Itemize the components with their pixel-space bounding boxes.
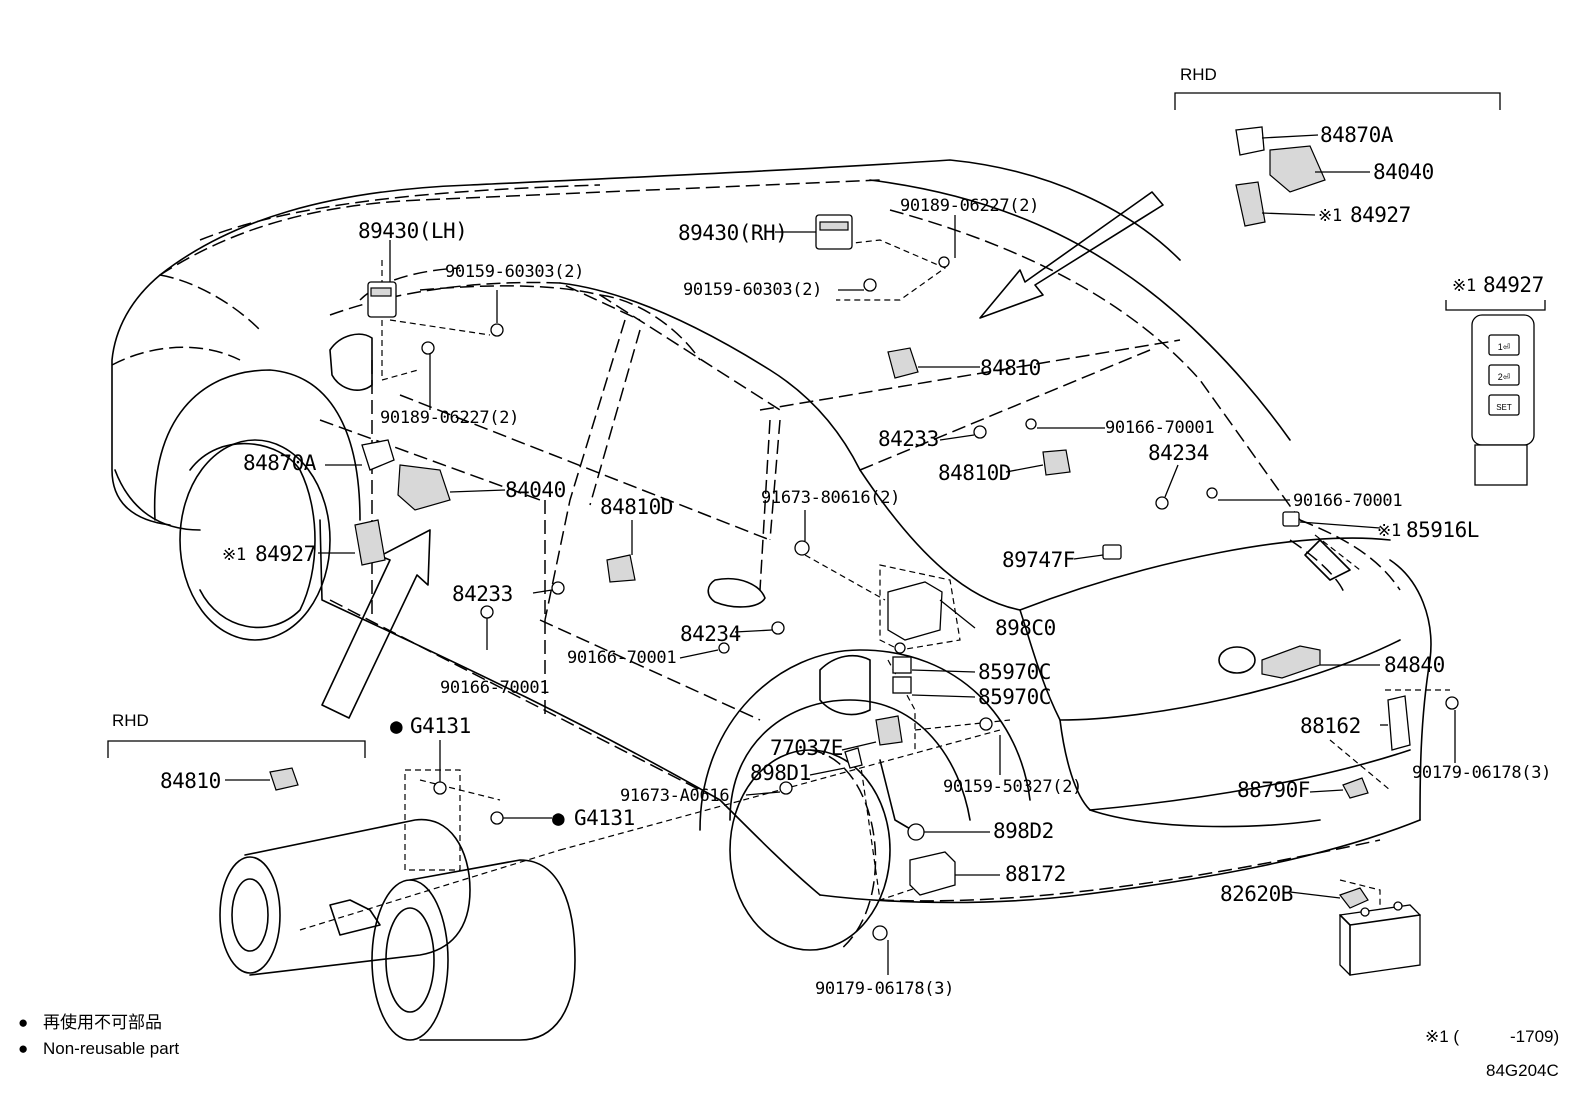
label-84810-rhd-left: 84810 (160, 769, 221, 793)
label-90179-06178-bottom: 90179-06178(3) (815, 979, 954, 999)
label-89747f: 89747F (1002, 548, 1075, 572)
label-88790f: 88790F (1237, 778, 1310, 802)
label-84810d-top: 84810D (938, 461, 1011, 485)
label-88162: 88162 (1300, 714, 1361, 738)
label-90159-50327: 90159-50327(2) (943, 777, 1082, 797)
label-82620b: 82620B (1220, 882, 1293, 906)
label-84233-top: 84233 (878, 427, 939, 451)
part-84040-shape (397, 464, 451, 511)
label-89430-rh: 89430(RH) (678, 221, 787, 245)
switch-button-2: 2⏎ (1498, 372, 1511, 382)
part-84040-rhd-shape (1269, 145, 1326, 193)
label-90166-70001-right: 90166-70001 (1293, 491, 1402, 511)
note-mark-85916l: ※1 (1377, 521, 1401, 541)
legend-dot-jp: ● (18, 1013, 28, 1032)
switch-84927-inset: 1⏎ 2⏎ SET (1445, 300, 1546, 486)
arrow-to-left-door (321, 529, 431, 719)
part-88172-shape (909, 851, 956, 896)
part-84840-shape (1261, 645, 1321, 679)
label-90179-06178-right: 90179-06178(3) (1412, 763, 1551, 783)
label-898c0: 898C0 (995, 616, 1056, 640)
nonreusable-mark-a: ● (390, 714, 403, 738)
part-898c0-shape (887, 581, 943, 641)
label-90159-60303-a: 90159-60303(2) (445, 262, 584, 282)
rhd-label-bottom-left: RHD (112, 711, 149, 730)
label-85970c-b: 85970C (978, 685, 1051, 709)
label-77037e: 77037E (770, 736, 843, 760)
label-84234-top: 84234 (1148, 441, 1209, 465)
view-arrows (321, 191, 1164, 719)
label-90166-70001-top: 90166-70001 (1105, 418, 1214, 438)
legend-en-text: Non-reusable part (43, 1039, 179, 1058)
label-84840: 84840 (1384, 653, 1445, 677)
label-88172: 88172 (1005, 862, 1066, 886)
label-91673-80616: 91673-80616(2) (761, 488, 900, 508)
part-84810d-shape (606, 554, 636, 583)
label-90189-06227-a: 90189-06227(2) (900, 196, 1039, 216)
part-89430-lh-shape (367, 281, 397, 318)
footnote-mark: ※1 ( (1425, 1027, 1459, 1046)
label-898d2: 898D2 (993, 819, 1054, 843)
part-labels: 89430(LH) 89430(RH) 90159-60303(2) 90159… (112, 65, 1551, 999)
note-mark-left: ※1 (222, 545, 246, 565)
part-84810-shape (887, 347, 919, 379)
label-84927-switch: 84927 (1483, 273, 1544, 297)
label-84040-left: 84040 (505, 478, 566, 502)
rhd-brackets (107, 92, 1501, 758)
part-84927-shape (354, 519, 386, 566)
label-g4131-b: G4131 (574, 806, 635, 830)
legend-jp-text: 再使用不可部品 (43, 1012, 162, 1032)
battery-shape (1339, 904, 1421, 976)
rhd-label-top-right: RHD (1180, 65, 1217, 84)
label-84870a-left: 84870A (243, 451, 317, 475)
label-84040-rhd: 84040 (1373, 160, 1434, 184)
legend-dot-en: ● (18, 1039, 28, 1058)
part-89430-rh-shape (815, 214, 853, 250)
note-mark-84927-switch: ※1 (1452, 276, 1476, 296)
label-84234-mid: 84234 (680, 622, 741, 646)
arrow-to-rear (979, 191, 1164, 319)
label-85916l: 85916L (1406, 518, 1479, 542)
leader-lines (225, 134, 1456, 975)
hydrogen-tanks (219, 818, 576, 1041)
switch-button-set: SET (1496, 403, 1512, 412)
note-mark-84927-rhd: ※1 (1318, 206, 1342, 226)
label-84233-left: 84233 (452, 582, 513, 606)
label-898d1: 898D1 (750, 761, 811, 785)
part-84870a-rhd-shape (1235, 126, 1265, 156)
screw-icon (421, 256, 950, 355)
car-body-outline (111, 159, 1432, 951)
switch-button-1: 1⏎ (1498, 342, 1511, 352)
label-84810d-mid: 84810D (600, 495, 673, 519)
label-91673-a0616: 91673-A0616 (620, 786, 729, 806)
label-90166-70001-left: 90166-70001 (440, 678, 549, 698)
label-84870a-rhd: 84870A (1320, 123, 1394, 147)
legend: ● 再使用不可部品 ● Non-reusable part (18, 1012, 179, 1058)
label-84927-rhd: 84927 (1350, 203, 1411, 227)
label-90189-06227-b: 90189-06227(2) (380, 408, 519, 428)
footnote-range: -1709) (1510, 1027, 1559, 1046)
label-g4131-a: G4131 (410, 714, 471, 738)
label-90166-70001-mid: 90166-70001 (567, 648, 676, 668)
figure-code: 84G204C (1486, 1061, 1559, 1080)
part-shapes (269, 126, 1459, 976)
label-89430-lh: 89430(LH) (358, 219, 467, 243)
label-84927-left: 84927 (255, 542, 316, 566)
nonreusable-mark-b: ● (552, 806, 565, 830)
label-84810-top: 84810 (980, 356, 1041, 380)
label-85970c-a: 85970C (978, 660, 1051, 684)
part-84870a-shape (361, 439, 395, 471)
label-90159-60303-b: 90159-60303(2) (683, 280, 822, 300)
